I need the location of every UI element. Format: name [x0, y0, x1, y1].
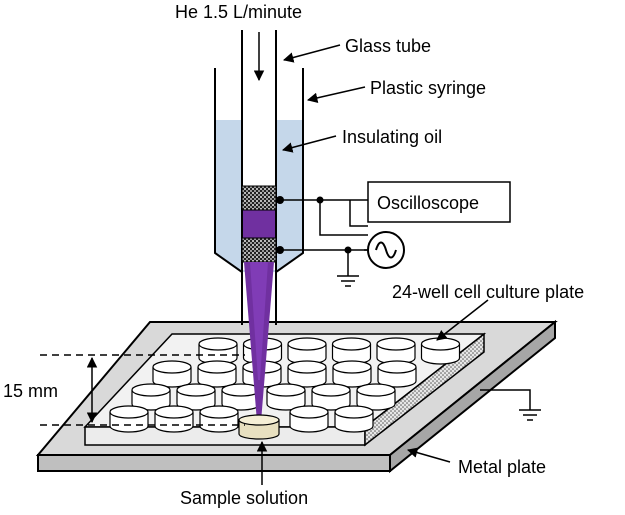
plasma-jet-core — [250, 262, 268, 380]
metal-plate-arrow — [406, 447, 451, 463]
well — [131, 383, 171, 411]
gas-flow-label: He 1.5 L/minute — [175, 2, 302, 22]
well — [109, 405, 149, 433]
well — [377, 360, 417, 388]
oscilloscope-box — [367, 181, 511, 223]
connection-dots — [276, 196, 352, 254]
well — [287, 337, 327, 365]
syringe-arrow — [306, 86, 366, 104]
well — [176, 383, 216, 411]
well-plate-arrow — [436, 299, 489, 341]
lower-electrode — [241, 237, 277, 263]
oscilloscope-label: Oscilloscope — [377, 193, 479, 213]
well — [152, 360, 192, 388]
well — [331, 337, 372, 365]
plastic-syringe-label: Plastic syringe — [370, 78, 486, 98]
well — [334, 405, 374, 433]
glass-tube-label: Glass tube — [345, 36, 431, 56]
plasma-in-tube — [243, 208, 275, 240]
oil-arrow — [281, 135, 337, 153]
well — [197, 360, 237, 388]
sample-well — [238, 414, 280, 440]
glass-tube-arrow — [282, 44, 341, 63]
well — [221, 383, 261, 411]
ac-source-symbol — [364, 231, 405, 269]
distance-marker — [40, 354, 245, 426]
well — [199, 405, 239, 433]
ground-symbol — [337, 268, 359, 287]
insulating-oil-label: Insulating oil — [342, 127, 442, 147]
well-plate-label: 24-well cell culture plate — [392, 282, 584, 302]
metal-plate-label: Metal plate — [458, 457, 546, 477]
well — [154, 405, 194, 433]
well — [198, 337, 238, 365]
well — [311, 383, 351, 411]
well — [376, 337, 416, 365]
well — [266, 383, 306, 411]
sample-solution-label: Sample solution — [180, 488, 308, 508]
well — [332, 360, 372, 388]
well — [287, 360, 327, 388]
upper-electrode — [241, 185, 277, 211]
well — [289, 405, 329, 433]
well — [420, 337, 461, 365]
metal-plate-ground-symbol — [480, 389, 541, 421]
well — [356, 383, 396, 411]
distance-label: 15 mm — [3, 381, 58, 401]
